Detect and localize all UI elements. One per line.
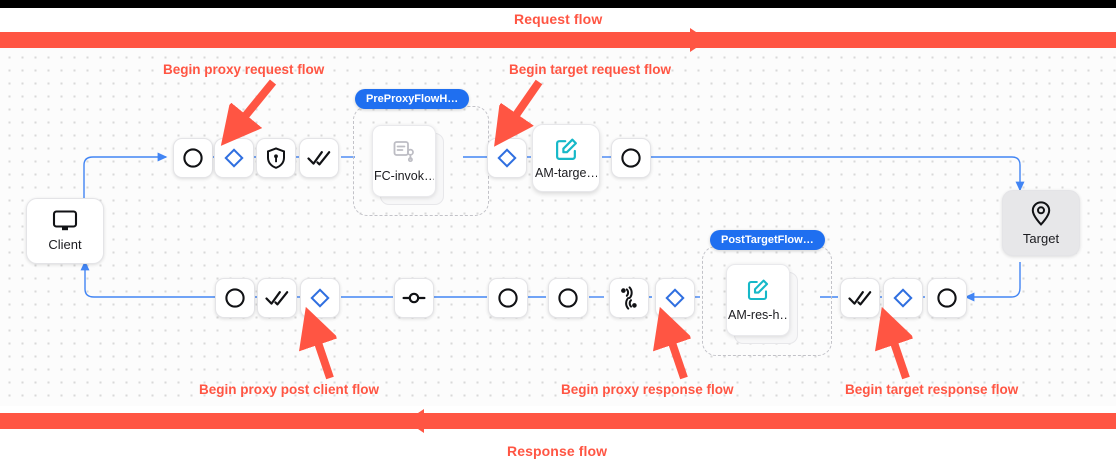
circle-line-icon [402,292,426,304]
node-res-target-verify[interactable] [840,278,880,318]
annotation-begin-target-request-flow: Begin target request flow [509,62,672,77]
card-stack-front[interactable]: AM-res-h… [726,264,790,336]
script-invoke-icon [393,141,414,163]
node-res-step-1[interactable] [488,278,528,318]
node-res-broadcast[interactable] [609,278,649,318]
monitor-icon [52,210,78,231]
circle-icon [498,288,518,308]
node-res-proxy-response-flow[interactable] [655,278,695,318]
node-req-start[interactable] [173,138,213,178]
node-req-security[interactable] [256,138,296,178]
node-res-client-start[interactable] [215,278,255,318]
request-flow-band [0,32,1116,48]
node-am-target[interactable]: AM-targe… [532,124,600,192]
card-label-am-res-hook: AM-res-h… [728,308,788,322]
edit-square-icon [555,138,577,160]
diamond-icon [497,148,517,168]
node-req-proxy-flow-start[interactable] [214,138,254,178]
client-label: Client [48,237,82,252]
diamond-icon [665,288,685,308]
response-flow-arrowhead [406,409,424,433]
shield-lock-icon [267,147,285,169]
pill-pre-proxy-flow-hook[interactable]: PreProxyFlowH… [355,89,470,109]
node-res-post-client-flow[interactable] [300,278,340,318]
node-res-step-2[interactable] [548,278,588,318]
circle-icon [621,148,641,168]
node-res-target-end[interactable] [927,278,967,318]
response-flow-band [0,413,1116,429]
circle-icon [225,288,245,308]
node-req-verify[interactable] [299,138,339,178]
annotation-begin-proxy-post-client-flow: Begin proxy post client flow [199,382,380,397]
dotted-canvas [0,48,1116,406]
request-flow-label: Request flow [514,11,603,27]
target-node[interactable]: Target [1002,190,1080,256]
node-res-verify[interactable] [257,278,297,318]
request-flow-arrowhead [690,28,708,52]
node-req-end[interactable] [611,138,651,178]
pill-post-target-flow-hook[interactable]: PostTargetFlow… [710,230,825,250]
top-white-strip [0,8,1116,33]
diamond-icon [310,288,330,308]
edit-square-icon [747,279,769,301]
top-black-strip [0,0,1116,8]
double-check-icon [307,151,331,166]
map-pin-icon [1031,200,1051,226]
client-node[interactable]: Client [26,198,104,264]
target-label: Target [1022,230,1060,246]
circle-icon [558,288,578,308]
card-label-fc-invoke: FC-invok… [374,169,434,183]
annotation-begin-target-response-flow: Begin target response flow [845,382,1019,397]
double-check-icon [265,291,289,306]
diamond-icon [224,148,244,168]
circle-icon [937,288,957,308]
response-flow-label: Response flow [507,443,608,459]
diamond-icon [893,288,913,308]
annotation-begin-proxy-request-flow: Begin proxy request flow [163,62,325,77]
card-stack-front[interactable]: FC-invok… [372,125,436,197]
node-am-target-label: AM-targe… [535,165,597,180]
signal-icon [621,286,637,310]
double-check-icon [848,291,872,306]
annotation-begin-proxy-response-flow: Begin proxy response flow [561,382,734,397]
node-res-route[interactable] [394,278,434,318]
node-res-target-response-flow[interactable] [883,278,923,318]
circle-icon [183,148,203,168]
node-req-target-flow-start[interactable] [487,138,527,178]
